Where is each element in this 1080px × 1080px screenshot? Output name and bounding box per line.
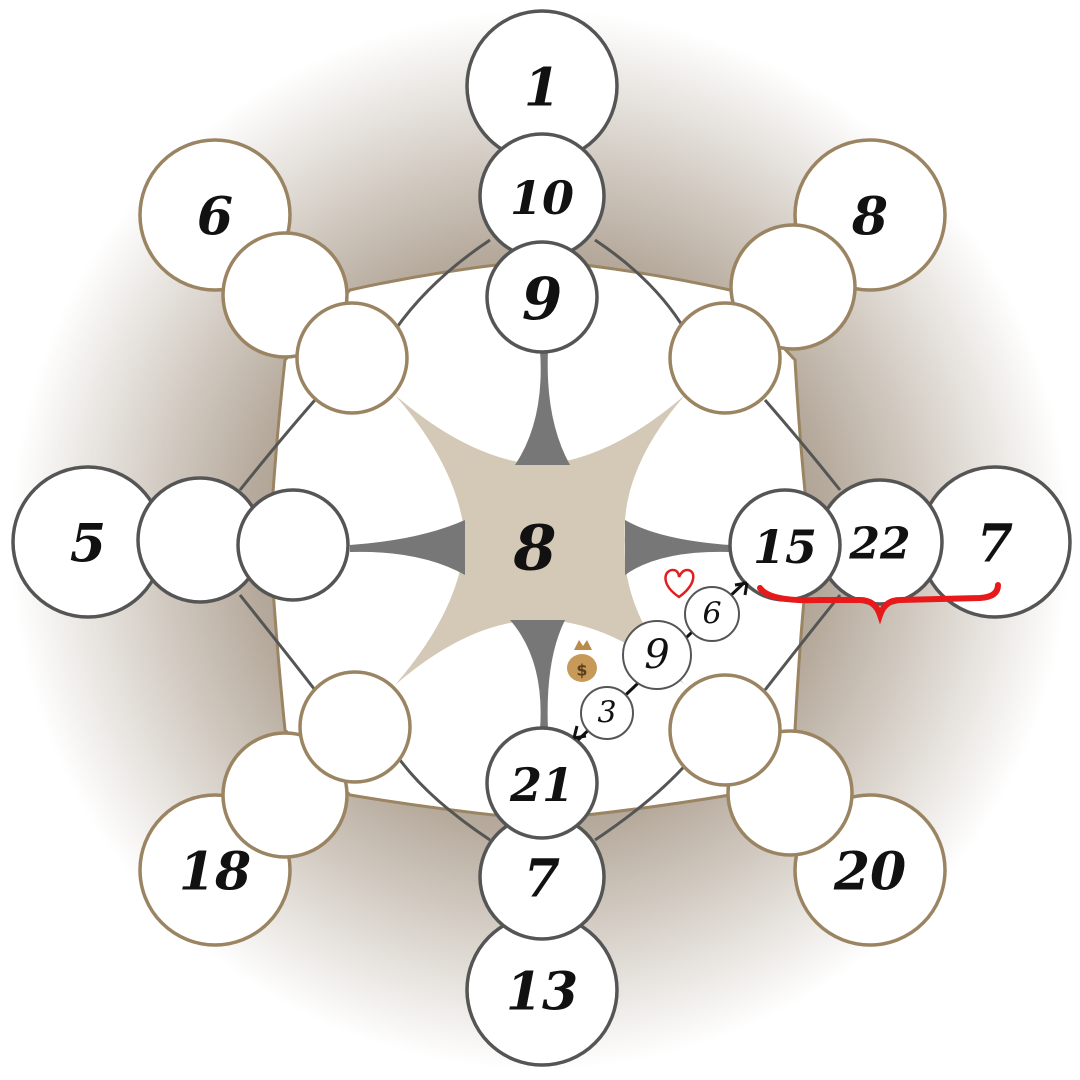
circle-value: 8	[851, 187, 888, 248]
wedges	[350, 350, 730, 730]
circle-value: 21	[509, 758, 574, 812]
chain-ring	[622, 620, 692, 690]
circle-bottom-inner[interactable]: 21	[485, 726, 599, 840]
circle-value: 20	[833, 842, 906, 903]
connector-lines	[238, 238, 842, 842]
circle-ring	[295, 301, 409, 415]
arrow-down-icon	[572, 725, 587, 740]
circle-sw-inner[interactable]	[298, 670, 412, 784]
chain-ring	[580, 686, 634, 740]
circle-value: 1	[524, 58, 560, 119]
chain-value: 3	[597, 696, 616, 731]
circle-left-outer[interactable]: 5	[11, 465, 165, 619]
chain-node: 6	[684, 586, 740, 642]
circle-right-inner[interactable]: 15	[728, 488, 842, 602]
circle-value: 7	[524, 849, 560, 910]
circle-value: 15	[753, 520, 817, 574]
circle-top-inner[interactable]: 9	[485, 240, 599, 354]
circle-left-inner[interactable]	[236, 488, 350, 602]
circle-value: 7	[977, 514, 1013, 575]
circle-ring	[236, 488, 350, 602]
chain-value: 9	[644, 632, 669, 678]
chain-value: 6	[702, 597, 721, 632]
circle-value: 10	[510, 171, 574, 225]
circle-value: 9	[522, 265, 562, 333]
circle-value: 18	[179, 842, 251, 903]
money-bag-icon: $	[567, 640, 597, 682]
chain-ring	[684, 586, 740, 642]
circle-nw-inner[interactable]	[295, 301, 409, 415]
circle-value: 13	[506, 962, 578, 1023]
circle-ring	[668, 301, 782, 415]
circle-top-mid[interactable]: 10	[478, 132, 606, 260]
heart-icon	[664, 568, 695, 599]
circle-value: 5	[70, 514, 106, 575]
red-brace	[757, 582, 1001, 625]
circle-ne-inner[interactable]	[668, 301, 782, 415]
hint-chain: 396	[572, 580, 749, 742]
circle-ring	[485, 240, 599, 354]
circle-se-inner[interactable]	[668, 673, 782, 787]
center-value: 8	[512, 512, 556, 585]
circle-ring	[485, 726, 599, 840]
circle-value: 22	[848, 519, 910, 570]
chain-node: 9	[622, 620, 692, 690]
circle-ring	[298, 670, 412, 784]
svg-text:$: $	[576, 661, 587, 680]
circle-value: 6	[197, 187, 233, 248]
chain-node: 3	[580, 686, 634, 740]
circle-ring	[668, 673, 782, 787]
center-region	[395, 395, 685, 685]
arrow-up-icon	[734, 581, 749, 596]
